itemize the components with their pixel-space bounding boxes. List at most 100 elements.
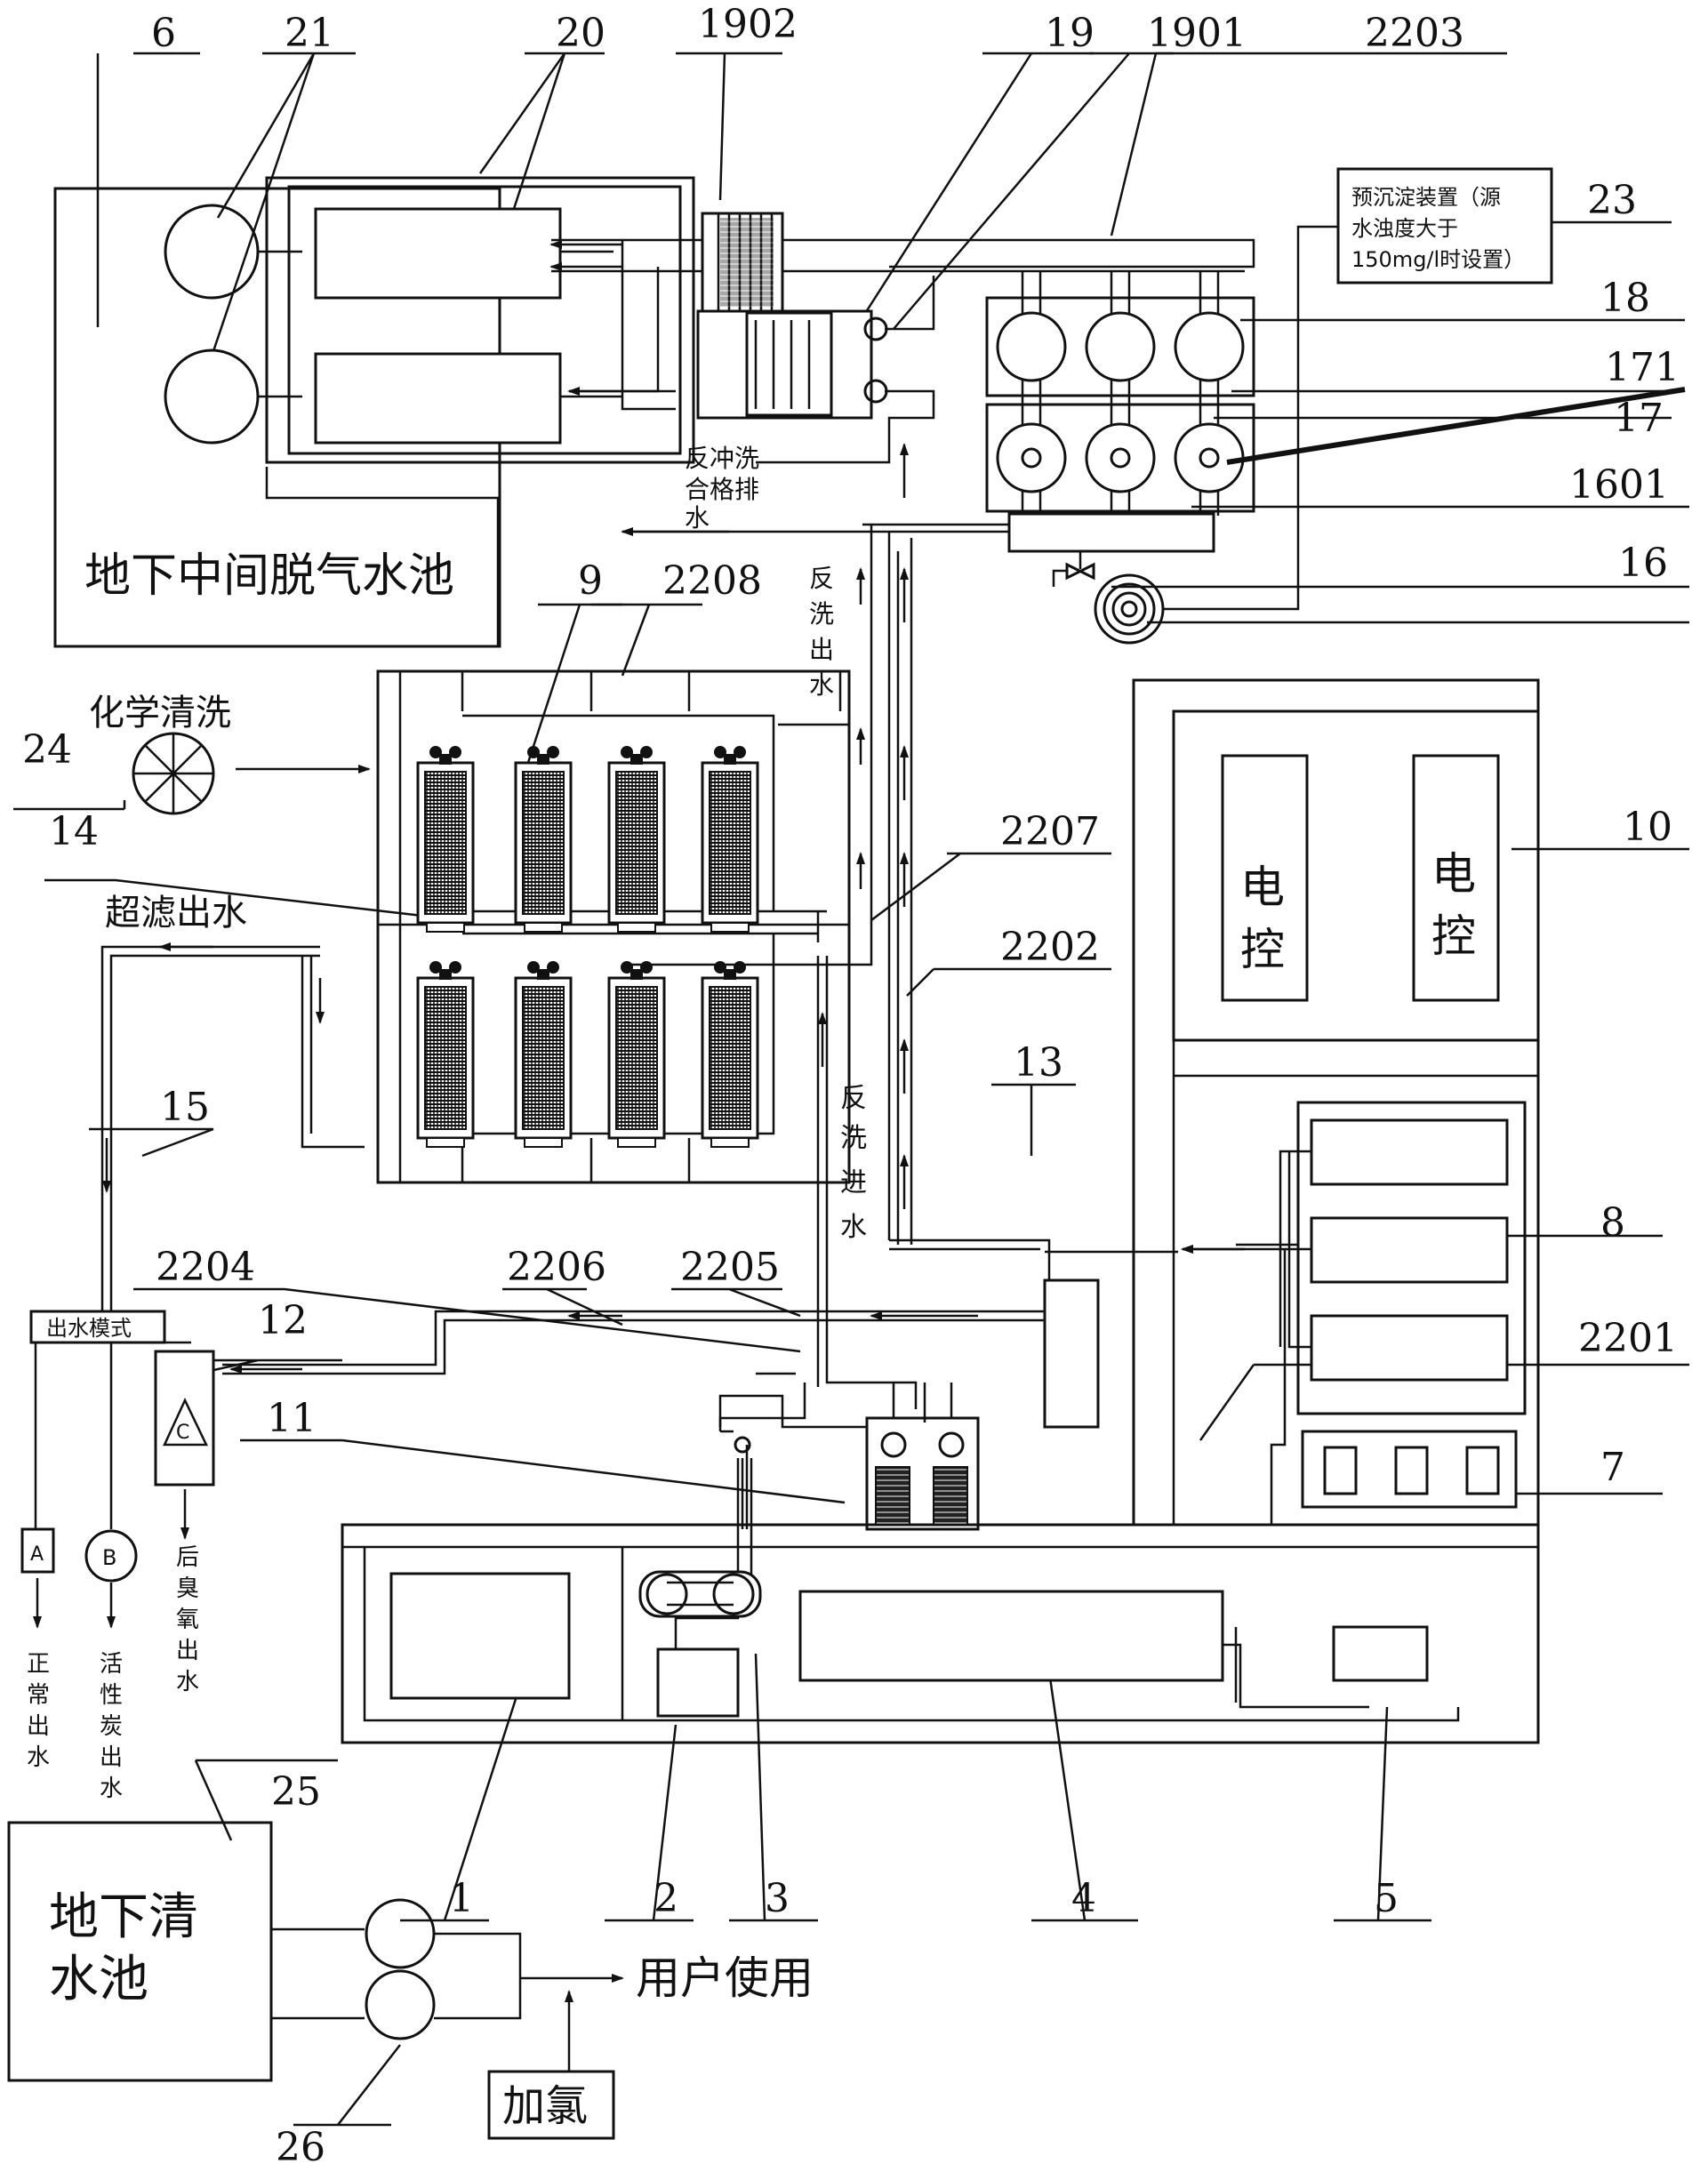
pump-icon — [365, 1969, 436, 2040]
chlorine-label: 加氯 — [502, 2081, 588, 2131]
pumps-17 — [985, 381, 1686, 516]
carbon-out-1: 活 — [100, 1651, 123, 1678]
ozone-out-2: 臭 — [176, 1575, 199, 1602]
label-2201: 2201 — [1578, 1316, 1678, 1361]
electric-cabinet: 电 控 电 控 — [1132, 678, 1540, 1527]
label-2204: 2204 — [156, 1245, 255, 1290]
backwash-drain-l1: 反冲洗 — [685, 444, 759, 473]
label-171: 171 — [1605, 345, 1680, 390]
clear-pool-l1: 地下清 — [49, 1888, 198, 1946]
normal-out-1: 正 — [27, 1651, 50, 1678]
label-9: 9 — [578, 558, 603, 604]
label-15: 15 — [160, 1085, 210, 1130]
pump-icon — [164, 204, 260, 300]
label-1902: 1902 — [698, 2, 798, 47]
backwash-drain-l3: 水 — [685, 503, 710, 533]
label-17: 17 — [1614, 396, 1664, 441]
backwash-out-l4: 水 — [809, 670, 834, 700]
carbon-out-2: 性 — [100, 1682, 123, 1709]
elec2-top: 电 — [1431, 848, 1476, 900]
normal-out-4: 水 — [27, 1744, 50, 1771]
pre-sediment-line2: 水浊度大于 — [1351, 216, 1458, 241]
user-use-label: 用户使用 — [636, 1952, 814, 2004]
degas-pool-label: 地下中间脱气水池 — [84, 549, 454, 603]
outlet-labels: 正 常 出 水 活 性 炭 出 水 后 臭 氧 出 水 — [27, 1544, 199, 1802]
backwash-in-l3: 进 — [840, 1167, 867, 1198]
elec2-bot: 控 — [1431, 910, 1476, 962]
label-4: 4 — [1071, 1876, 1096, 1921]
filter-unit-19 — [696, 276, 935, 464]
label-26: 26 — [276, 2125, 325, 2170]
backwash-in-l1: 反 — [840, 1083, 867, 1114]
ozone-out-4: 出 — [176, 1638, 199, 1664]
label-18: 18 — [1600, 276, 1650, 321]
label-1901: 1901 — [1147, 11, 1247, 56]
base-tank — [341, 1523, 1540, 1744]
ozone-tanks — [265, 176, 695, 646]
label-2206: 2206 — [507, 1245, 606, 1290]
pre-sediment-line1: 预沉淀装置（源 — [1351, 185, 1501, 210]
ozone-out-1: 后 — [176, 1544, 199, 1571]
pre-sediment-box: 预沉淀装置（源 水浊度大于 150mg/l时设置） — [1336, 167, 1553, 285]
normal-out-2: 常 — [27, 1682, 50, 1709]
chem-clean: 化学清洗 — [89, 693, 371, 815]
label-2202: 2202 — [1000, 925, 1100, 970]
backwash-out-l3: 出 — [809, 635, 834, 664]
number-labels: 6 21 20 1902 19 1901 2203 23 18 171 17 1… — [22, 2, 1680, 2170]
heat-exchanger-1902 — [701, 212, 784, 313]
carbon-out-3: 炭 — [100, 1713, 123, 1740]
label-10: 10 — [1623, 805, 1672, 850]
label-21: 21 — [285, 11, 334, 56]
pump-icon — [365, 1898, 436, 1969]
backwash-out-l1: 反 — [809, 564, 834, 593]
label-7: 7 — [1600, 1445, 1625, 1490]
backwash-drain-l2: 合格排 — [685, 475, 759, 504]
unit-8 — [1181, 1101, 1527, 1525]
pump-icon — [164, 349, 260, 445]
normal-out-3: 出 — [27, 1713, 50, 1740]
label-3: 3 — [765, 1876, 790, 1921]
top-pipe — [549, 238, 1255, 411]
uf-outlet: 超滤出水 — [100, 893, 365, 1311]
label-12: 12 — [258, 1298, 308, 1343]
label-13: 13 — [1014, 1040, 1063, 1086]
uf-out-label: 超滤出水 — [105, 893, 247, 934]
pump-assembly-11 — [718, 1383, 980, 1591]
ozone-out-5: 水 — [176, 1669, 199, 1695]
pump-3 — [638, 1570, 762, 1618]
mode-b: B — [102, 1545, 116, 1570]
mode-a: A — [30, 1543, 44, 1566]
backwash-in-l4: 水 — [840, 1212, 867, 1243]
label-2208: 2208 — [662, 558, 762, 604]
label-24: 24 — [22, 727, 72, 773]
elec1-bot: 控 — [1240, 924, 1285, 975]
valve-icon — [1065, 562, 1095, 581]
manifold-17 — [1007, 512, 1215, 587]
clear-pool-l2: 水池 — [49, 1951, 148, 2008]
label-1: 1 — [449, 1876, 474, 1921]
label-23: 23 — [1587, 178, 1637, 223]
label-2205: 2205 — [680, 1245, 780, 1290]
mode-c: C — [176, 1422, 189, 1444]
label-11: 11 — [267, 1396, 317, 1441]
outlet-mode-label: 出水模式 — [46, 1316, 132, 1341]
label-8: 8 — [1600, 1200, 1625, 1246]
unit-7 — [1301, 1430, 1518, 1509]
carbon-out-4: 出 — [100, 1744, 123, 1771]
backwash-out-l2: 洗 — [809, 599, 834, 629]
intake-16 — [1094, 225, 1343, 645]
clear-pool: 地下清 水池 用户使用 加氯 — [7, 1821, 814, 2140]
outlet-mode: 出水模式 A B C — [20, 1310, 215, 1629]
label-6: 6 — [151, 11, 176, 56]
backwash-in: 反 洗 进 水 — [816, 956, 918, 1409]
label-2: 2 — [654, 1876, 678, 1921]
label-20: 20 — [556, 11, 605, 56]
label-25: 25 — [271, 1769, 321, 1815]
label-16: 16 — [1618, 541, 1668, 586]
tank-13 — [1043, 1278, 1100, 1429]
elec1-top: 电 — [1240, 862, 1285, 913]
chem-clean-label: 化学清洗 — [89, 693, 231, 733]
label-2203: 2203 — [1365, 11, 1464, 56]
ozone-out-3: 氧 — [176, 1607, 199, 1633]
